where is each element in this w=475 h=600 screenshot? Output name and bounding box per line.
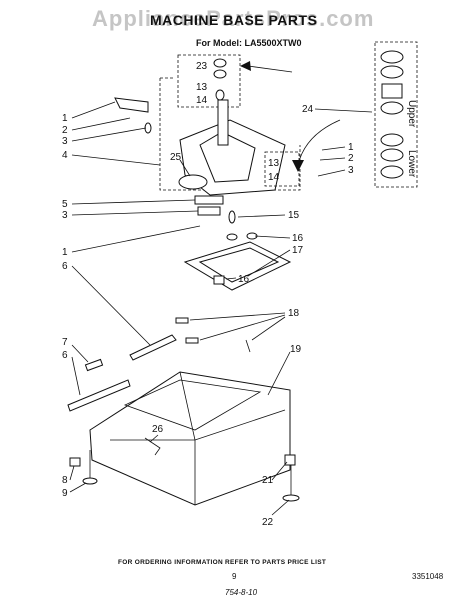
pad-16c: [213, 275, 225, 285]
handwritten-note: 754-8-10: [225, 588, 258, 597]
leg-right: [282, 454, 300, 502]
clip-bracket: [114, 97, 149, 113]
callout-21: 21: [262, 475, 274, 486]
callout-25: 25: [170, 152, 182, 163]
pointer-arrow: [247, 65, 293, 73]
callout-14-top: 14: [196, 95, 208, 106]
callout-15: 15: [288, 210, 300, 221]
curved-arrow-head: [292, 160, 304, 172]
callout-19: 19: [290, 344, 302, 355]
seal-ring: [178, 174, 208, 190]
callout-16-a: 16: [292, 233, 304, 244]
callout-13-top: 13: [196, 82, 208, 93]
callout-14-right: 14: [268, 172, 280, 183]
clip-18a: [175, 317, 189, 324]
document-number: 3351048: [412, 572, 444, 581]
ordering-info: FOR ORDERING INFORMATION REFER TO PARTS …: [118, 559, 327, 566]
clip-18c: [245, 339, 251, 353]
pin-15: [228, 210, 236, 224]
callout-16-b: 16: [238, 274, 250, 285]
spacer-plate-2: [197, 206, 221, 216]
callout-23: 23: [196, 61, 208, 72]
watermark: AppliancePartsPros.com: [92, 6, 375, 31]
bearing-inset: [264, 151, 300, 187]
bearing-stack-lower: [380, 133, 404, 179]
rail-lower: [67, 379, 131, 412]
tub-support-frame: [183, 241, 292, 291]
machine-base-frame: [89, 371, 291, 506]
callout-17: 17: [292, 245, 304, 256]
callout-18: 18: [288, 308, 300, 319]
curved-arrow: [297, 119, 341, 166]
rail-upper: [129, 334, 177, 361]
callout-22: 22: [262, 517, 274, 528]
spacer-plate: [194, 195, 224, 205]
callout-numbers: 23 13 14 1 2 3 4 25 24 13 14 1 2 3 5 3 1…: [62, 61, 354, 528]
arrow-head: [240, 61, 251, 71]
cap-part: [213, 58, 227, 101]
callout-6-b: 6: [62, 350, 68, 361]
page-title: MACHINE BASE PARTS: [150, 12, 318, 28]
callout-24: 24: [302, 104, 314, 115]
lower-label: Lower: [406, 150, 417, 178]
model-label: For Model: LA5500XTW0: [196, 38, 302, 48]
leader-lines: [69, 101, 373, 516]
callout-3-c: 3: [62, 210, 68, 221]
clip-18b: [185, 337, 199, 344]
callout-3-b: 3: [348, 165, 354, 176]
callout-9: 9: [62, 488, 68, 499]
callout-6-a: 6: [62, 261, 68, 272]
callout-1-b: 1: [348, 142, 354, 153]
callout-2-b: 2: [348, 153, 354, 164]
clip-7: [84, 358, 104, 372]
callout-1-a: 1: [62, 113, 68, 124]
callout-7: 7: [62, 337, 68, 348]
bearing-kit-box: [374, 41, 418, 188]
callout-13-right: 13: [268, 158, 280, 169]
clip-26: [144, 437, 161, 456]
callout-3-a: 3: [62, 136, 68, 147]
callout-1-c: 1: [62, 247, 68, 258]
bearing-stack-upper: [380, 50, 404, 115]
page-number: 9: [232, 572, 237, 581]
callout-4: 4: [62, 150, 68, 161]
upper-label: Upper: [406, 100, 417, 128]
callout-26: 26: [152, 424, 164, 435]
upper-bearing-box: [177, 54, 241, 108]
leg-left: [69, 450, 98, 485]
pad-16a: [226, 233, 238, 241]
callout-5: 5: [62, 199, 68, 210]
gearcase: [179, 99, 286, 196]
callout-8: 8: [62, 475, 68, 486]
callout-2-a: 2: [62, 125, 68, 136]
